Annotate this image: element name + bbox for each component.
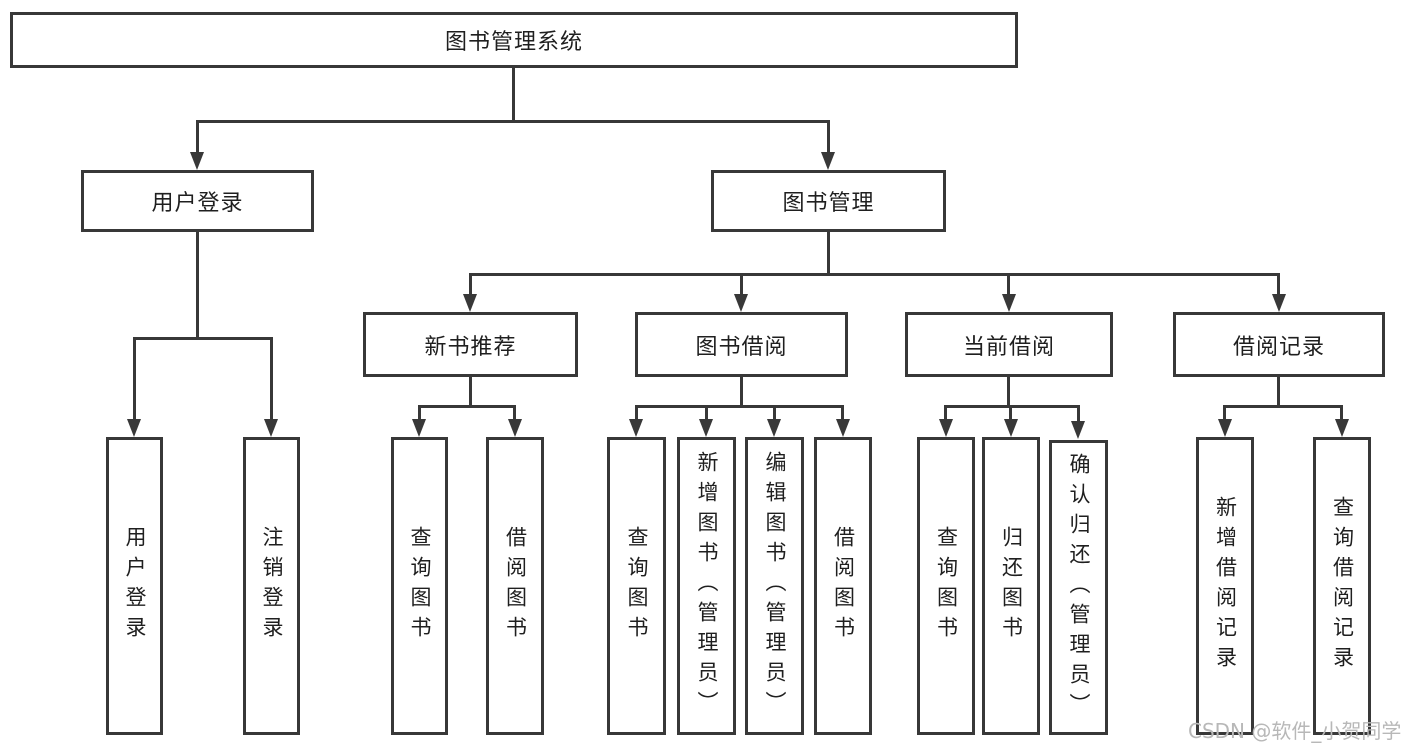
- arrowhead-down-icon: [463, 294, 477, 312]
- connector-vline: [841, 405, 844, 421]
- node-new-book-recommend: 新书推荐: [363, 312, 578, 377]
- node-label: 归还图书: [999, 526, 1024, 646]
- arrowhead-down-icon: [699, 419, 713, 437]
- arrowhead-down-icon: [264, 419, 278, 437]
- node-label: 注销登录: [260, 526, 284, 646]
- node-label: 编辑图书（管理员）: [763, 451, 787, 721]
- connector-vline: [740, 273, 743, 297]
- node-book-borrowing: 图书借阅: [635, 312, 848, 377]
- node-label: 当前借阅: [962, 334, 1055, 360]
- connector-vline: [1009, 405, 1012, 421]
- node-label: 查询图书: [625, 526, 649, 646]
- node-label: 用户登录: [151, 191, 244, 216]
- node-label: 查询图书: [934, 526, 959, 646]
- node-label: 新增图书（管理员）: [695, 451, 719, 721]
- connector-vline: [1223, 405, 1226, 421]
- connector-hline: [469, 273, 1280, 276]
- connector-vline: [133, 337, 136, 421]
- connector-vline: [469, 273, 472, 297]
- node-label: 图书借阅: [695, 334, 788, 360]
- arrowhead-down-icon: [508, 419, 522, 437]
- connector-vline: [944, 405, 947, 421]
- arrowhead-down-icon: [821, 152, 835, 170]
- node-label: 确认归还（管理员）: [1067, 452, 1091, 723]
- connector-vline: [827, 232, 830, 276]
- arrowhead-down-icon: [1071, 421, 1085, 439]
- connector-vline: [1277, 273, 1280, 297]
- leaf-bb-edit-books: 编辑图书（管理员）: [745, 437, 804, 735]
- connector-vline: [469, 375, 472, 407]
- node-label: 借阅图书: [831, 526, 856, 646]
- arrowhead-down-icon: [734, 294, 748, 312]
- connector-vline: [705, 405, 708, 421]
- connector-vline: [513, 405, 516, 421]
- arrowhead-down-icon: [629, 419, 643, 437]
- node-user-login: 用户登录: [81, 170, 314, 232]
- node-current-borrowing: 当前借阅: [905, 312, 1113, 377]
- connector-vline: [773, 405, 776, 421]
- leaf-cb-return-books: 归还图书: [982, 437, 1040, 735]
- node-root: 图书管理系统: [10, 12, 1018, 68]
- node-borrowing-records: 借阅记录: [1173, 312, 1385, 377]
- leaf-nbr-borrow-books: 借阅图书: [486, 437, 544, 735]
- connector-hline: [944, 405, 1080, 408]
- node-label: 图书管理: [782, 191, 875, 216]
- connector-vline: [1007, 273, 1010, 297]
- leaf-nbr-query-books: 查询图书: [391, 437, 448, 735]
- arrowhead-down-icon: [1272, 294, 1286, 312]
- node-label: 借阅记录: [1232, 334, 1325, 360]
- connector-hline: [196, 120, 830, 123]
- leaf-cb-query-books: 查询图书: [917, 437, 975, 735]
- connector-hline: [418, 405, 516, 408]
- connector-vline: [196, 120, 199, 154]
- node-label: 查询图书: [408, 526, 432, 646]
- connector-vline: [827, 120, 830, 154]
- connector-vline: [740, 375, 743, 407]
- leaf-user-login: 用户登录: [106, 437, 163, 735]
- leaf-br-query-record: 查询借阅记录: [1313, 437, 1371, 735]
- arrowhead-down-icon: [190, 152, 204, 170]
- connector-hline: [1223, 405, 1343, 408]
- connector-vline: [418, 405, 421, 421]
- node-book-management: 图书管理: [711, 170, 946, 232]
- node-label: 新增借阅记录: [1213, 496, 1238, 676]
- node-label: 借阅图书: [503, 526, 528, 646]
- leaf-bb-add-books: 新增图书（管理员）: [677, 437, 736, 735]
- connector-vline: [635, 405, 638, 421]
- leaf-bb-borrow-books: 借阅图书: [814, 437, 872, 735]
- arrowhead-down-icon: [412, 419, 426, 437]
- arrowhead-down-icon: [1218, 419, 1232, 437]
- leaf-logout: 注销登录: [243, 437, 300, 735]
- node-label: 用户登录: [123, 526, 147, 646]
- leaf-cb-confirm-return: 确认归还（管理员）: [1049, 440, 1108, 735]
- connector-vline: [512, 68, 515, 120]
- connector-vline: [1277, 375, 1280, 407]
- arrowhead-down-icon: [127, 419, 141, 437]
- connector-vline: [1340, 405, 1343, 421]
- connector-vline: [196, 232, 199, 340]
- connector-hline: [635, 405, 844, 408]
- arrowhead-down-icon: [939, 419, 953, 437]
- arrowhead-down-icon: [836, 419, 850, 437]
- node-label: 新书推荐: [424, 334, 517, 360]
- arrowhead-down-icon: [767, 419, 781, 437]
- arrowhead-down-icon: [1335, 419, 1349, 437]
- connector-vline: [1077, 405, 1080, 423]
- leaf-bb-query-books: 查询图书: [607, 437, 666, 735]
- csdn-watermark: CSDN @软件_小贺同学: [1188, 719, 1402, 743]
- arrowhead-down-icon: [1004, 419, 1018, 437]
- leaf-br-add-record: 新增借阅记录: [1196, 437, 1254, 735]
- connector-vline: [1007, 375, 1010, 407]
- arrowhead-down-icon: [1002, 294, 1016, 312]
- connector-vline: [270, 337, 273, 421]
- connector-hline: [133, 337, 273, 340]
- node-label: 图书管理系统: [444, 30, 583, 55]
- node-label: 查询借阅记录: [1330, 496, 1355, 676]
